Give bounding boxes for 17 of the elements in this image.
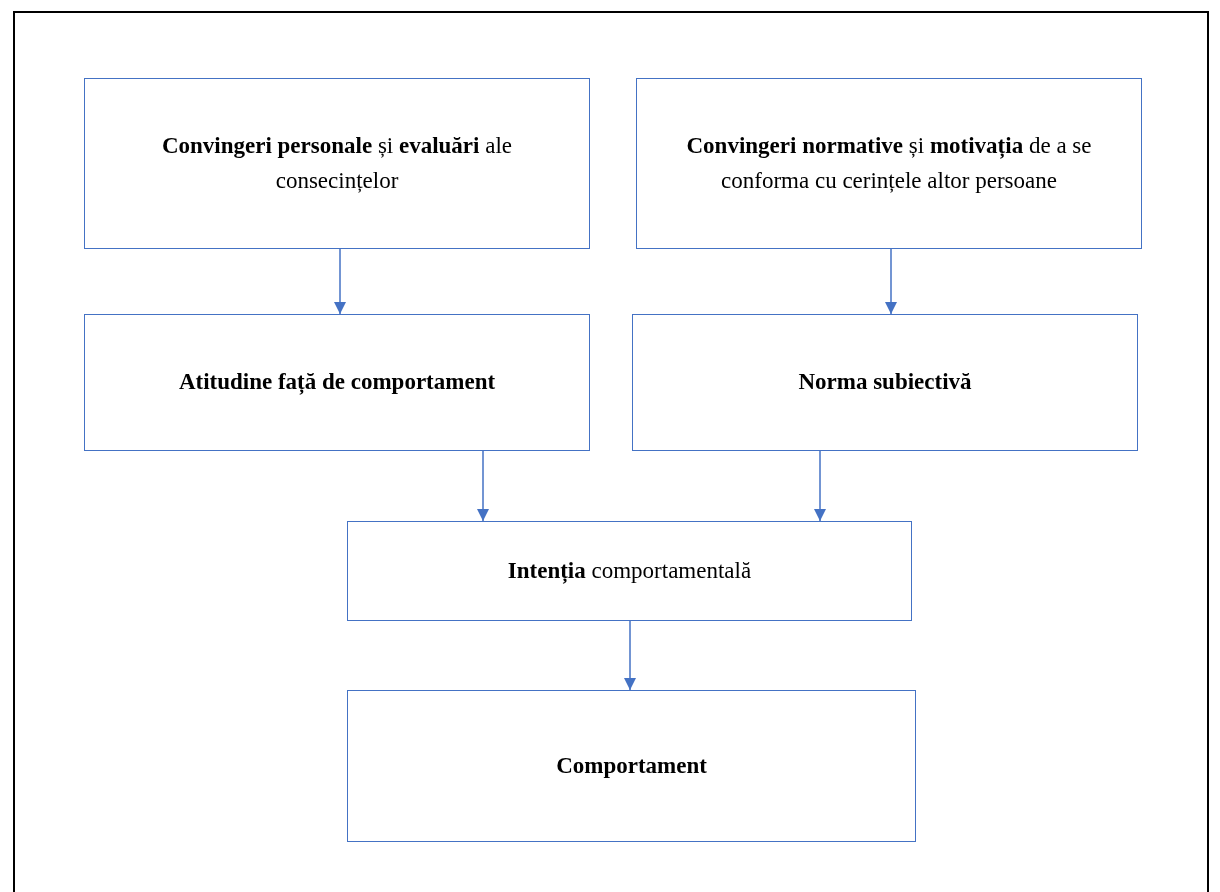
process-box <box>347 690 916 842</box>
process-box <box>636 78 1142 249</box>
box-text: Intenția comportamentală <box>507 556 752 586</box>
process-box <box>84 314 590 451</box>
arrow <box>885 248 897 315</box>
box-text: Convingeri personale și evaluări ale consecințelor <box>160 132 514 195</box>
box-text: Comportament <box>556 751 707 780</box>
process-box <box>347 521 912 621</box>
box-text: Norma subiectivă <box>798 368 972 397</box>
box-text: Convingeri normative și motivația de a se conforma cu cerințele altor persoane <box>685 132 1093 195</box>
process-box <box>84 78 590 249</box>
box-text: Atitudine față de comportament <box>178 368 496 397</box>
arrow <box>624 620 636 691</box>
process-box <box>632 314 1138 451</box>
arrow <box>334 248 346 315</box>
arrow <box>477 450 489 522</box>
arrow <box>814 450 826 522</box>
